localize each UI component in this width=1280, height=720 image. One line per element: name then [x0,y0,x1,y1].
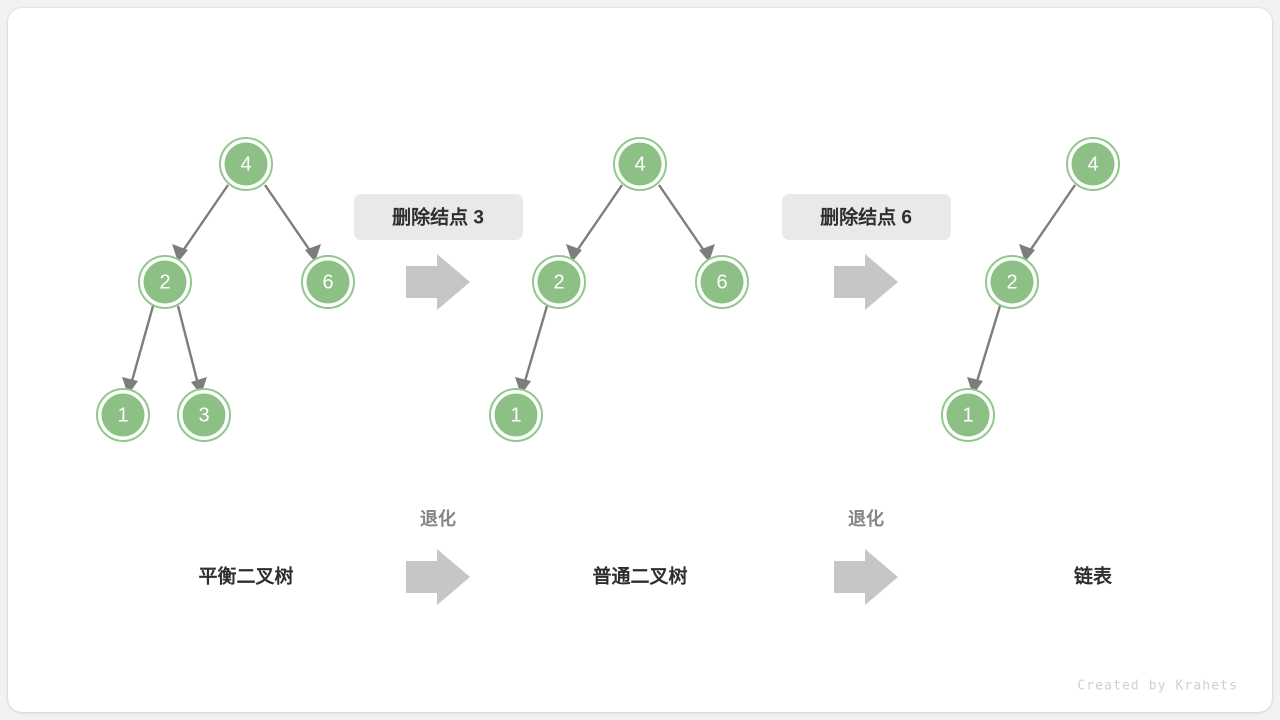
edge-4-to-2 [1026,184,1076,256]
edge-4-to-6 [658,184,708,256]
figure-card [8,8,1272,712]
node-s1-n1[interactable]: 1 [96,388,150,442]
node-label: 1 [962,405,973,427]
edge-4-to-2 [573,184,623,256]
node-label: 3 [198,405,209,427]
transition-2-label: 退化 [848,508,884,529]
arrowhead-2-to-1 [122,377,138,395]
node-s1-n4[interactable]: 4 [219,137,273,191]
node-label: 2 [159,272,170,294]
caption-row: 平衡二叉树 普通二叉树 链表 [198,565,1113,588]
arrowhead-4-to-2 [1019,244,1035,262]
transition-2-arrow-icon [834,549,898,605]
arrowhead-2-to-3 [191,377,207,395]
node-s2-n6[interactable]: 6 [695,255,749,309]
edge-2-to-1 [128,305,155,389]
arrowhead-4-to-2 [172,244,188,262]
node-s2-n1[interactable]: 1 [489,388,543,442]
stage-2-tree: 4 2 6 1 [489,137,749,442]
transition-1-label: 退化 [420,508,456,529]
stage-1-edges [122,184,321,395]
stage-3-tree: 4 2 1 [941,137,1120,442]
edge-2-to-1 [521,305,549,389]
operation-2: 删除结点 6 [782,194,951,310]
credit-text: Created by Krahets [1077,679,1238,694]
transition-1-arrow-icon [406,549,470,605]
node-label: 6 [322,272,333,294]
transition-2: 退化 [834,508,898,605]
edge-4-to-6 [264,184,314,256]
node-s1-n6[interactable]: 6 [301,255,355,309]
stage-3-edges [967,184,1076,395]
edge-2-to-3 [176,305,201,389]
operation-1-arrow-icon [406,254,470,310]
edge-2-to-1 [973,305,1002,389]
caption-linked-list: 链表 [1074,565,1113,588]
edge-4-to-2 [179,184,229,256]
operation-1-label: 删除结点 3 [392,206,484,229]
node-label: 2 [553,272,564,294]
operation-1: 删除结点 3 [354,194,523,310]
node-label: 1 [117,405,128,427]
node-s1-n3[interactable]: 3 [177,388,231,442]
node-label: 4 [634,154,645,176]
node-s3-n4[interactable]: 4 [1066,137,1120,191]
node-label: 4 [240,154,251,176]
stage-1-tree: 4 2 6 1 3 [96,137,355,442]
operation-2-label: 删除结点 6 [820,206,912,229]
stage-2-edges [515,184,715,395]
node-label: 4 [1087,154,1098,176]
node-s3-n1[interactable]: 1 [941,388,995,442]
operation-2-arrow-icon [834,254,898,310]
node-label: 6 [716,272,727,294]
node-label: 2 [1006,272,1017,294]
operation-1-badge [354,194,523,240]
node-s3-n2[interactable]: 2 [985,255,1039,309]
arrowhead-2-to-1 [515,377,531,395]
node-s1-n2[interactable]: 2 [138,255,192,309]
arrowhead-4-to-2 [566,244,582,262]
operation-2-badge [782,194,951,240]
arrowhead-2-to-1 [967,377,983,395]
node-s2-n2[interactable]: 2 [532,255,586,309]
caption-ordinary-tree: 普通二叉树 [592,565,687,588]
arrowhead-4-to-6 [305,244,321,262]
arrowhead-4-to-6 [699,244,715,262]
node-label: 1 [510,405,521,427]
caption-balanced-tree: 平衡二叉树 [198,565,293,588]
node-s2-n4[interactable]: 4 [613,137,667,191]
transition-1: 退化 [406,508,470,605]
